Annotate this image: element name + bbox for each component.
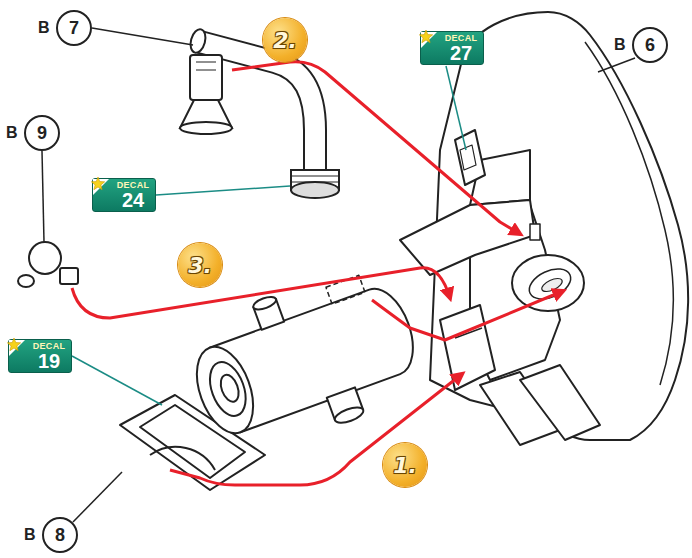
cylinder-face: [186, 339, 264, 441]
star-shape: [7, 338, 20, 351]
assembly-arrow: [72, 268, 450, 318]
decal-text: DECAL19: [29, 341, 69, 371]
leader-line: [42, 151, 44, 242]
housing-upper-block: [400, 200, 535, 275]
callout-number: 8: [55, 525, 65, 546]
decal-leader: [156, 186, 290, 195]
bracket-arc: [150, 447, 215, 470]
housing-lower-box: [440, 305, 495, 390]
callout-circle: 7: [56, 10, 92, 46]
decal-number: 27: [450, 43, 472, 63]
connector-detail: [196, 62, 216, 70]
pipe-end: [291, 182, 339, 198]
step-badge: 3.: [178, 243, 222, 287]
decal-tag: DECAL24: [92, 178, 156, 212]
decal-clip: [455, 130, 485, 185]
leader-lines: [42, 28, 635, 522]
hole-slot: [525, 263, 576, 305]
foot-base: [180, 122, 232, 134]
part-letter: B: [6, 124, 17, 142]
face-hub: [217, 372, 242, 404]
ball-connector: [60, 268, 78, 284]
decal-leaders: [72, 66, 466, 405]
step-badge: 1.: [383, 443, 427, 487]
leader-line: [598, 58, 635, 72]
leader-line: [92, 28, 193, 45]
callout-marker: B8: [24, 517, 78, 553]
side-knob-cap: [333, 404, 365, 426]
callout-number: 6: [645, 35, 655, 56]
callout-circle: 6: [632, 27, 668, 63]
top-knob-cap: [252, 294, 278, 312]
assembly-arrow: [232, 62, 520, 234]
decal-word: DECAL: [117, 180, 150, 190]
step-number: 3.: [188, 253, 212, 278]
decal-tag: DECAL19: [8, 339, 72, 373]
callout-marker: B7: [38, 10, 92, 46]
star-shape: [419, 30, 432, 43]
leader-line: [73, 472, 122, 522]
step-badge: 2.: [263, 18, 307, 62]
clip-slot: [460, 145, 476, 170]
callout-marker: B6: [614, 27, 668, 63]
decal-leader: [446, 66, 466, 150]
step-number: 2.: [273, 28, 297, 53]
housing-rim: [585, 42, 674, 385]
housing-fin: [520, 365, 600, 440]
part-letter: B: [614, 36, 625, 54]
callout-number: 9: [37, 123, 47, 144]
housing-hole: [512, 255, 584, 311]
callout-marker: B9: [6, 115, 60, 151]
ball-nub: [18, 275, 34, 287]
part-letter: B: [38, 19, 49, 37]
assembly-arrows: [72, 62, 563, 485]
decal-word: DECAL: [445, 33, 478, 43]
callout-number: 7: [69, 18, 79, 39]
face-ring: [203, 357, 252, 421]
pipe-cap: [188, 28, 208, 55]
callout-circle: 8: [42, 517, 78, 553]
decal-word: DECAL: [33, 341, 66, 351]
decal-star: [4, 335, 26, 357]
decal-text: DECAL24: [113, 180, 153, 210]
decal-number: 19: [38, 351, 60, 371]
decal-leader: [72, 356, 162, 405]
decal-tag: DECAL27: [420, 31, 484, 65]
pipe-connector: [190, 55, 222, 100]
decal-text: DECAL27: [441, 33, 481, 63]
decal-star: [416, 27, 438, 49]
decal-star: [88, 174, 110, 196]
part-letter: B: [24, 526, 35, 544]
star-shape: [91, 177, 104, 190]
part-b9: [18, 242, 78, 287]
ball: [29, 242, 61, 274]
decal-number: 24: [122, 190, 144, 210]
step-number: 1.: [393, 453, 417, 478]
callout-circle: 9: [24, 115, 60, 151]
housing-slot: [530, 224, 540, 240]
assembly-arrow: [372, 291, 563, 340]
housing-b6: [400, 12, 688, 445]
pipe-b7: [180, 28, 339, 198]
